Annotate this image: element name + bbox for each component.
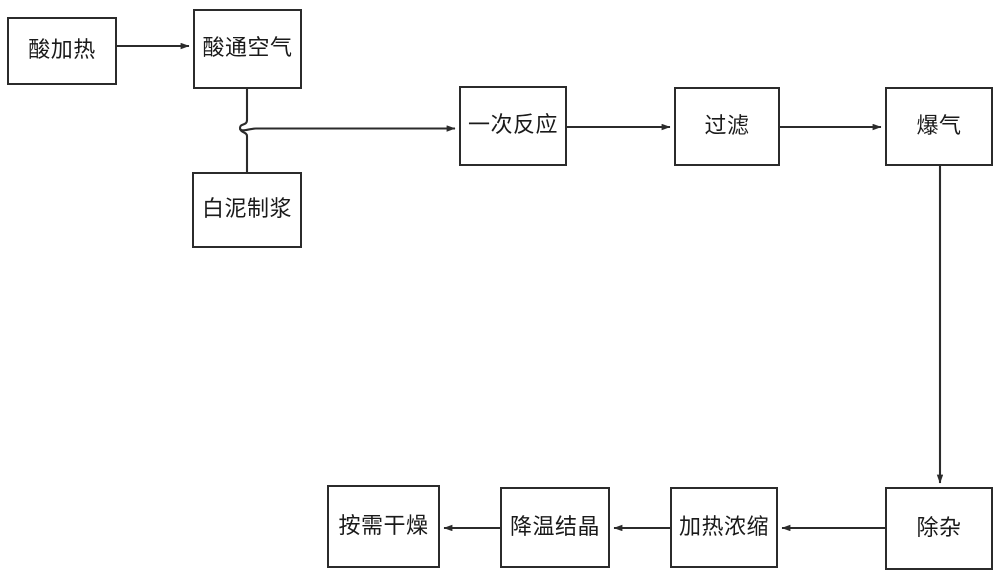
node-label-acid-heating: 酸加热 bbox=[28, 38, 96, 63]
node-cooling-crystallization[interactable]: 降温结晶 bbox=[500, 487, 610, 568]
edge-merge-junction-to-primary-reaction bbox=[238, 119, 456, 132]
node-label-cooling-crystallization: 降温结晶 bbox=[509, 514, 600, 540]
node-impurity-removal[interactable]: 除杂 bbox=[885, 487, 993, 570]
node-label-heat-concentration: 加热浓缩 bbox=[678, 514, 769, 540]
node-drying-on-demand[interactable]: 按需干燥 bbox=[327, 485, 440, 568]
edge-merge-junction-lower-jog bbox=[238, 128, 249, 137]
node-aeration[interactable]: 爆气 bbox=[885, 87, 993, 166]
node-white-mud-slurry[interactable]: 白泥制浆 bbox=[192, 172, 302, 248]
node-primary-reaction[interactable]: 一次反应 bbox=[459, 86, 567, 166]
node-label-primary-reaction: 一次反应 bbox=[467, 113, 558, 138]
node-label-aeration: 爆气 bbox=[916, 113, 962, 139]
node-acid-aeration[interactable]: 酸通空气 bbox=[193, 9, 302, 89]
node-heat-concentration[interactable]: 加热浓缩 bbox=[670, 487, 778, 568]
node-label-filtration: 过滤 bbox=[704, 113, 750, 139]
node-label-impurity-removal: 除杂 bbox=[916, 515, 962, 541]
node-label-drying-on-demand: 按需干燥 bbox=[338, 513, 429, 539]
node-label-acid-aeration: 酸通空气 bbox=[202, 36, 293, 61]
node-filtration[interactable]: 过滤 bbox=[674, 87, 780, 166]
node-acid-heating[interactable]: 酸加热 bbox=[7, 17, 117, 85]
node-label-white-mud-slurry: 白泥制浆 bbox=[201, 197, 292, 222]
